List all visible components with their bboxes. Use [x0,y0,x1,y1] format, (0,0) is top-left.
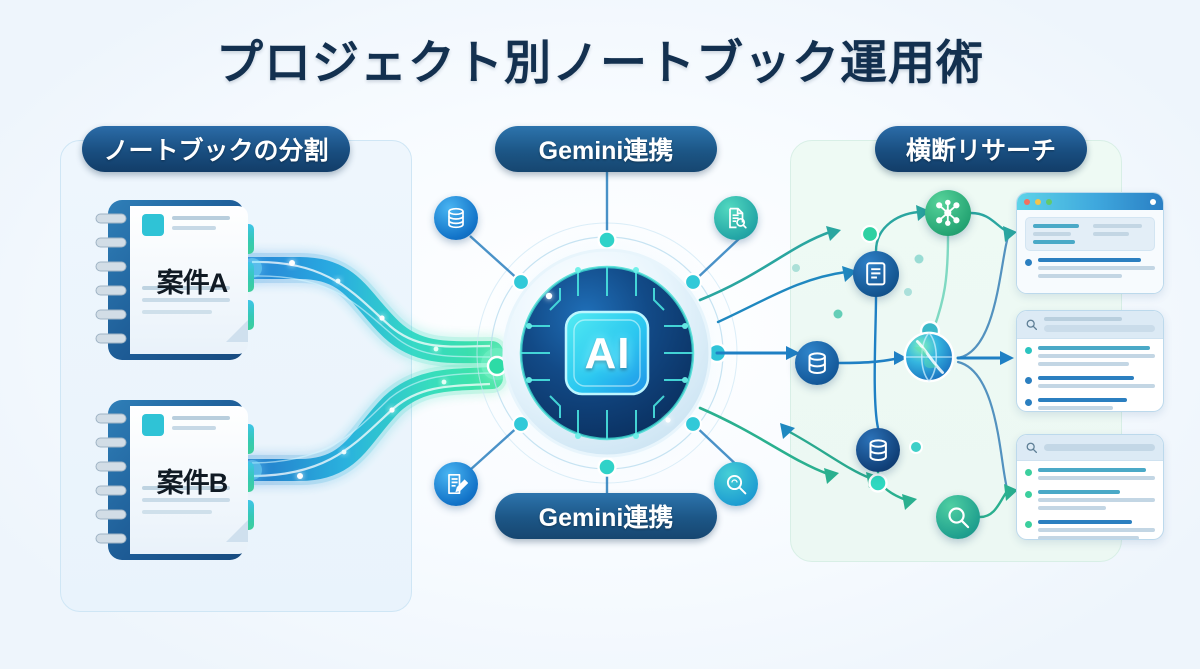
browser-content [1017,210,1163,293]
section-label-gemini-bottom: Gemini連携 [495,493,717,539]
text-line [1038,528,1155,532]
search-icon [1026,319,1038,331]
ai-hub-label: AI [584,328,631,378]
search-result-card[interactable] [1016,434,1164,540]
search-input-bar [1044,444,1155,451]
section-label-notebook-split: ノートブックの分割 [82,126,350,172]
bullet-icon [1025,521,1032,528]
section-label-cross-research: 横断リサーチ [875,126,1087,172]
text-line [1093,224,1142,228]
database-icon [434,196,478,240]
bullet-icon [1025,347,1032,354]
text-line [1038,506,1106,510]
notebook-a-label: 案件A [156,267,229,298]
notebook-b-label: 案件B [156,467,229,498]
magnifier-icon [714,462,758,506]
browser-card[interactable] [1016,192,1164,294]
globe-icon [900,328,958,386]
text-line [1038,498,1155,502]
text-line [1038,362,1130,366]
text-line [1033,232,1071,236]
text-line [1038,468,1146,472]
text-line [1038,266,1155,270]
text-line [1038,398,1127,402]
database-icon [795,341,839,385]
bullet-icon [1025,377,1032,384]
text-line [1038,520,1132,524]
text-line [1038,258,1141,262]
text-line [1038,384,1155,388]
text-line [1038,476,1155,480]
document-icon [853,251,899,297]
text-line [1033,240,1076,244]
notebook-a-graphic [95,200,254,360]
result-row[interactable] [1025,490,1155,514]
search-icon [936,495,980,539]
note-edit-icon [434,462,478,506]
maximize-dot-icon [1046,198,1052,205]
close-dot-icon [1024,198,1030,205]
text-line [1038,354,1155,358]
result-row[interactable] [1025,520,1155,539]
bullet-icon [1025,469,1032,476]
menu-dot-icon [1150,198,1156,205]
text-line [1038,274,1123,278]
page-title: プロジェクト別ノートブック運用術 [216,36,984,89]
result-row[interactable] [1025,468,1155,484]
text-line [1038,346,1151,350]
text-line [1038,536,1139,539]
network-share-icon [925,190,971,236]
section-label-gemini-top: Gemini連携 [495,126,717,172]
result-row[interactable] [1025,376,1155,392]
text-line [1038,490,1120,494]
bullet-icon [1025,259,1032,266]
content-block [1025,217,1155,251]
text-line [1033,224,1080,228]
search-bar[interactable] [1017,435,1163,461]
database-icon [856,428,900,472]
text-line [1038,406,1113,410]
minimize-dot-icon [1035,198,1041,205]
result-row[interactable] [1025,346,1155,370]
browser-title-bar [1017,193,1163,210]
document-search-icon [714,196,758,240]
result-row[interactable] [1025,398,1155,411]
search-input-bar [1044,325,1155,332]
search-icon [1026,442,1038,454]
bullet-icon [1025,491,1032,498]
text-line [1044,317,1122,321]
notebook-b-graphic [95,400,254,560]
text-line [1038,376,1134,380]
text-line [1093,232,1129,236]
search-result-card[interactable] [1016,310,1164,412]
ai-hub: AI [500,246,715,461]
notebook-a: 案件A [103,196,253,364]
bullet-icon [1025,399,1032,406]
search-bar[interactable] [1017,311,1163,339]
notebook-b: 案件B [103,396,253,564]
